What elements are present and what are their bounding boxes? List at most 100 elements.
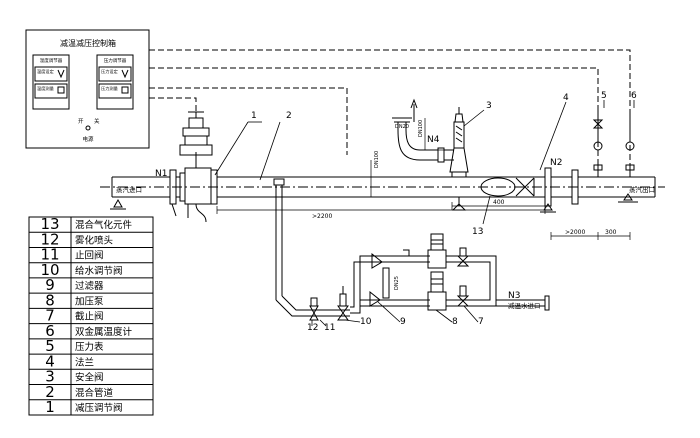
parts-table-number: 4 bbox=[45, 352, 55, 370]
control-cabinet: 减温减压控制箱 温度调节器 温度设定 温度测量 压力调节器 压力设定 压力测量 … bbox=[25, 29, 150, 149]
switch-off-label: 关 bbox=[94, 117, 100, 125]
parts-table-number: 13 bbox=[40, 215, 59, 233]
callout-3: 3 bbox=[486, 101, 492, 111]
outlet-supports bbox=[540, 193, 638, 213]
callout-8: 8 bbox=[452, 317, 458, 327]
parts-table-name: 给水调节阀 bbox=[75, 265, 123, 277]
switch-on-label: 开 bbox=[78, 118, 84, 125]
temperature-regulator-panel bbox=[32, 54, 70, 110]
callout-10: 10 bbox=[360, 317, 372, 327]
dim-400: 400 bbox=[493, 199, 505, 206]
parts-table-row: 13 混合气化元件 bbox=[40, 215, 132, 233]
water-inlet-label: 减温水进口 bbox=[508, 301, 541, 310]
stop-valve-lower-icon bbox=[456, 295, 470, 307]
dim-overall-length: >2200 bbox=[312, 213, 332, 220]
callout-5: 5 bbox=[601, 91, 607, 101]
nozzle-n1-label: N1 bbox=[155, 169, 167, 179]
water-inlet-flange bbox=[544, 295, 550, 311]
parts-table-name: 过滤器 bbox=[75, 280, 104, 292]
callout-6: 6 bbox=[631, 91, 637, 101]
parts-table-number: 8 bbox=[45, 291, 55, 309]
parts-table-number: 5 bbox=[45, 337, 55, 355]
pressure-measure-indicator-icon bbox=[121, 86, 129, 94]
pressure-set-label: 压力设定 bbox=[101, 68, 118, 75]
parts-table-number: 12 bbox=[40, 230, 59, 248]
nozzle-n4-label: N4 bbox=[427, 135, 440, 145]
parts-table-number: 3 bbox=[45, 368, 55, 386]
parts-table-name: 压力表 bbox=[75, 341, 104, 353]
callout-1: 1 bbox=[251, 111, 257, 121]
dim-water-vertical: DN25 bbox=[394, 276, 400, 290]
parts-table-number: 9 bbox=[45, 276, 55, 294]
bypass-column bbox=[382, 267, 390, 299]
main-pipe bbox=[100, 167, 665, 207]
callout-11: 11 bbox=[324, 323, 335, 333]
signal-lines bbox=[149, 49, 631, 165]
pressure-regulator-title: 压力调节器 bbox=[104, 57, 127, 64]
parts-table-name: 减压调节阀 bbox=[75, 402, 123, 414]
nozzle-n2-label: N2 bbox=[550, 158, 562, 168]
mixing-element bbox=[480, 177, 535, 197]
parts-table-number: 2 bbox=[45, 383, 55, 401]
valve-1-actuator-top-icon bbox=[188, 117, 204, 129]
parts-table-name: 双金属温度计 bbox=[75, 326, 133, 338]
temp-set-indicator-icon bbox=[57, 69, 65, 79]
parts-table-row: 7 截止阀 bbox=[45, 307, 103, 325]
spray-nozzle bbox=[273, 178, 285, 186]
callout-9: 9 bbox=[400, 317, 406, 327]
callout-13: 13 bbox=[472, 227, 483, 237]
parts-table-number: 10 bbox=[40, 261, 59, 279]
parts-table-row: 8 加压泵 bbox=[45, 291, 104, 309]
callout-7: 7 bbox=[478, 317, 484, 327]
parts-table-name: 加压泵 bbox=[75, 296, 104, 307]
dim-vertical-1: DN100 bbox=[374, 151, 380, 168]
parts-table bbox=[28, 216, 154, 416]
callout-4: 4 bbox=[563, 93, 569, 103]
parts-table-row: 5 压力表 bbox=[45, 337, 104, 355]
gauge-valve-icon bbox=[592, 119, 604, 129]
parts-table-name: 安全阀 bbox=[75, 372, 104, 384]
dimension-lines bbox=[216, 118, 631, 240]
parts-table-name: 混合管道 bbox=[75, 387, 114, 399]
steam-inlet-label: 蒸汽进口 bbox=[116, 185, 142, 194]
temp-measure-label: 温度测量 bbox=[37, 85, 54, 92]
callout-2: 2 bbox=[286, 111, 292, 121]
temp-set-label: 温度设定 bbox=[37, 68, 54, 75]
parts-table-name: 法兰 bbox=[75, 356, 94, 368]
flange-n4 bbox=[437, 147, 445, 163]
parts-table-row: 4 法兰 bbox=[45, 352, 94, 370]
water-supply-unit bbox=[309, 233, 550, 321]
parts-table-row: 10 给水调节阀 bbox=[40, 261, 122, 279]
pressure-measure-label: 压力测量 bbox=[101, 85, 118, 92]
power-switch-icon bbox=[85, 125, 91, 131]
inlet-support bbox=[110, 198, 207, 223]
power-label: 电源 bbox=[82, 135, 94, 143]
booster-pump-upper bbox=[427, 233, 447, 269]
pressure-set-indicator-icon bbox=[121, 69, 129, 79]
water-regulating-valve-icon bbox=[337, 305, 349, 321]
callout-12: 12 bbox=[307, 323, 318, 333]
temperature-regulator-title: 温度调节器 bbox=[40, 57, 63, 64]
parts-table-name: 混合气化元件 bbox=[75, 219, 133, 231]
parts-table-row: 2 混合管道 bbox=[45, 383, 113, 401]
dim-2000: >2000 bbox=[565, 229, 585, 236]
dim-small-label: DN20 bbox=[395, 124, 409, 130]
cabinet-title: 减温减压控制箱 bbox=[60, 38, 116, 48]
callout-labels: 1 2 3 4 5 6 7 8 9 10 11 12 13 N1 N2 N3 N… bbox=[116, 91, 655, 333]
parts-table-row: 3 安全阀 bbox=[45, 368, 103, 386]
temp-measure-indicator-icon bbox=[57, 86, 65, 94]
pressure-gauge bbox=[592, 110, 604, 177]
filter-icon bbox=[369, 290, 381, 307]
pressure-reducing-valve-1 bbox=[179, 111, 213, 168]
leader-lines bbox=[214, 100, 635, 327]
steam-outlet-label: 蒸汽出口 bbox=[629, 185, 655, 194]
parts-table-number: 7 bbox=[45, 307, 55, 325]
parts-table-row: 9 过滤器 bbox=[45, 276, 104, 294]
parts-table-name: 截止阀 bbox=[75, 311, 104, 323]
thermometer bbox=[625, 110, 635, 177]
